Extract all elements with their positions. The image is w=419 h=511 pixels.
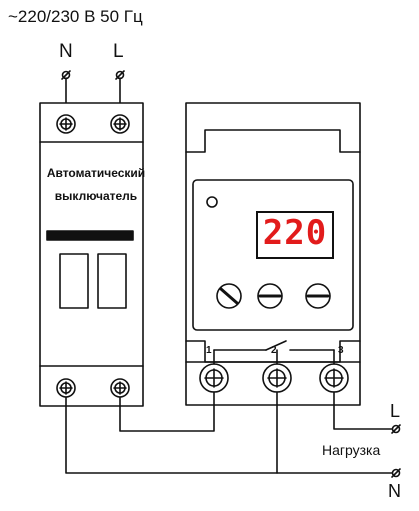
screw-icon <box>56 114 76 134</box>
breaker-toggle-left <box>59 253 89 309</box>
output-line-label: L <box>390 401 401 421</box>
terminal-label-3: 3 <box>338 345 344 356</box>
relay-contact-icon <box>213 340 335 365</box>
adjust-knob-icon <box>216 283 242 309</box>
input-neutral-label: N <box>59 41 73 62</box>
screw-icon <box>319 363 349 393</box>
terminal-marker-icon <box>391 424 401 434</box>
screw-icon <box>56 378 76 398</box>
breaker-label-line2: выключатель <box>54 189 138 203</box>
supply-label: ~220/230 В 50 Гц <box>8 7 143 26</box>
screw-icon <box>110 378 130 398</box>
terminal-label-2: 2 <box>271 345 277 356</box>
adjust-knob-icon <box>257 283 283 309</box>
screw-icon <box>262 363 292 393</box>
input-line-label: L <box>113 41 124 62</box>
breaker-label-line1: Автоматический <box>46 166 146 180</box>
terminal-marker-icon <box>391 468 401 478</box>
voltage-display: 220 <box>256 211 334 259</box>
breaker-toggle-right <box>97 253 127 309</box>
wire-l-breaker-to-relay <box>119 391 215 432</box>
wire-neutral <box>65 396 393 474</box>
breaker-handle-bar <box>46 230 134 241</box>
screw-icon <box>199 363 229 393</box>
terminal-marker-icon <box>115 70 125 80</box>
terminal-marker-icon <box>61 70 71 80</box>
indicator-led-icon <box>206 196 218 208</box>
relay-front-panel <box>192 179 354 331</box>
circuit-breaker <box>39 102 144 407</box>
screw-icon <box>110 114 130 134</box>
adjust-knob-icon <box>305 283 331 309</box>
output-neutral-label: N <box>388 481 401 501</box>
terminal-label-1: 1 <box>206 345 212 356</box>
voltage-readout: 220 <box>262 213 328 253</box>
wire-load-line <box>333 391 393 430</box>
load-label: Нагрузка <box>322 442 381 458</box>
